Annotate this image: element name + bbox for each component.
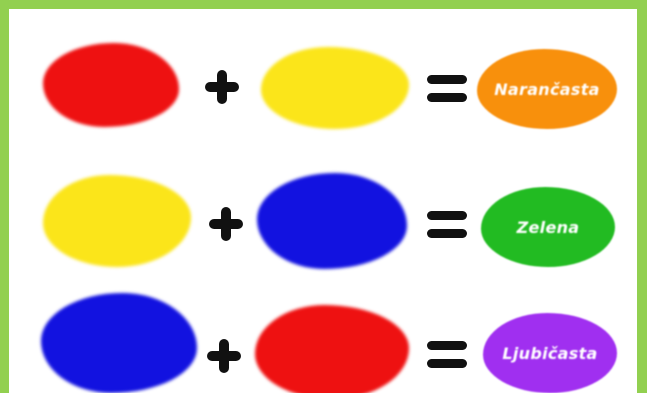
result-blob-purple: Ljubičasta [483,313,617,393]
yellow-paint-blob [43,175,191,267]
equation-row-2: Zelena [9,167,637,287]
result-label: Narančasta [477,49,617,129]
result-blob-green: Zelena [481,187,615,267]
color-mixing-diagram: Narančasta Zelena [9,9,637,393]
result-label: Zelena [481,187,615,267]
equation-row-3: Ljubičasta [9,289,637,393]
red-paint-blob [43,43,179,127]
blue-paint-blob [257,173,407,269]
yellow-paint-blob [261,47,409,129]
equation-row-1: Narančasta [9,35,637,155]
blue-paint-blob [41,293,197,393]
plus-sign [209,207,243,241]
plus-sign [205,70,239,104]
red-paint-blob [255,305,409,393]
result-blob-orange: Narančasta [477,49,617,129]
result-label: Ljubičasta [483,313,617,393]
equals-sign [427,211,467,239]
plus-sign [207,339,241,373]
equals-sign [427,341,467,369]
equals-sign [427,75,467,103]
